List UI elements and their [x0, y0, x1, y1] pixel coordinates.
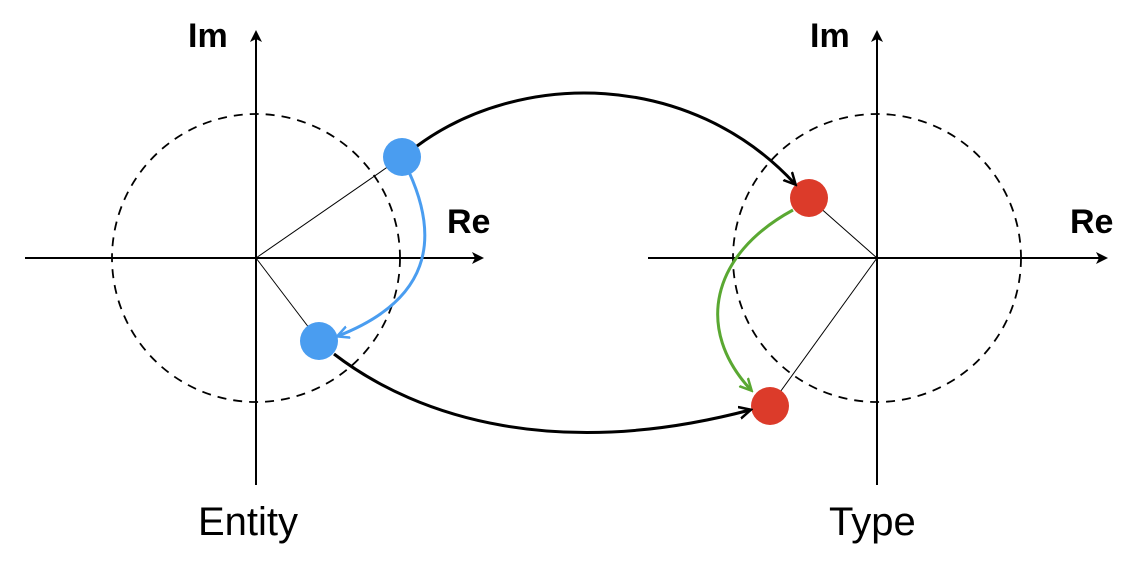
type-imag-label: Im: [810, 17, 850, 55]
type-unit-circle: [732, 113, 1022, 403]
entity-radius-upper: [255, 156, 403, 259]
mapping-arrow-lower: [333, 352, 750, 434]
entity-unit-circle: [111, 113, 401, 403]
entity-real-label: Re: [447, 203, 490, 241]
type-point-tail: [751, 387, 789, 425]
type-radius-lower: [769, 257, 878, 407]
type-plane: Im Re Type: [648, 17, 1113, 544]
entity-imag-label: Im: [188, 17, 228, 55]
type-rotation-arrow: [716, 208, 794, 390]
entity-caption: Entity: [198, 500, 298, 544]
entity-point-head: [383, 138, 421, 176]
mapping-arrow-upper: [416, 91, 795, 184]
type-point-head: [790, 179, 828, 217]
entity-point-tail: [300, 322, 338, 360]
entity-rotation-arrow: [338, 171, 427, 336]
type-real-label: Re: [1070, 203, 1113, 241]
type-caption: Type: [829, 500, 916, 544]
entity-plane: Im Re Entity: [25, 17, 490, 544]
